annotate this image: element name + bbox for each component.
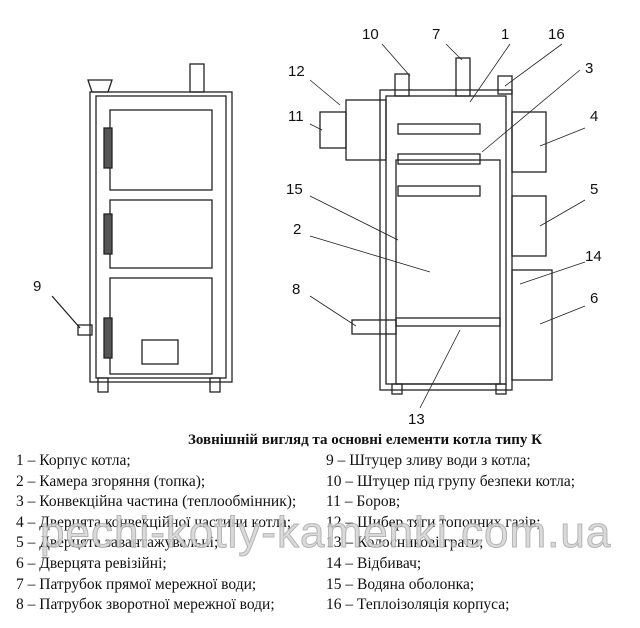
legend-item: 1 – Корпус котла; <box>16 452 131 469</box>
callout-6: 6 <box>590 290 598 307</box>
callout-1: 1 <box>501 26 509 43</box>
legend-item: 12 – Шибер тяги топочних газів; <box>326 513 541 531</box>
legend-item: 2 – Камера згоряння (топка); <box>16 472 206 490</box>
callout-13: 13 <box>408 411 425 428</box>
legend-item: 11 – Боров; <box>326 493 401 511</box>
callout-9: 9 <box>33 278 41 295</box>
callout-8: 8 <box>292 281 300 298</box>
front-view <box>51 63 233 393</box>
section-view <box>309 43 586 409</box>
legend-item: 6 – Дверцята ревізійні; <box>16 554 167 572</box>
callout-5: 5 <box>590 181 598 198</box>
legend-left: 1 – Корпус котла; 2 – Камера згоряння (т… <box>16 451 296 616</box>
callout-3: 3 <box>585 60 593 77</box>
diagram-caption: Зовнішній вигляд та основні елементи кот… <box>187 432 543 448</box>
callout-14: 14 <box>585 248 602 265</box>
callout-4: 4 <box>590 108 598 125</box>
callout-10: 10 <box>362 26 379 43</box>
legend-item: 5 – Дверцята завантажувальні; <box>16 534 219 552</box>
legend-item: 9 – Штуцер зливу води з котла; <box>326 452 531 469</box>
legend-right: 9 – Штуцер зливу води з котла; 10 – Штуц… <box>326 451 575 616</box>
watermark: pechi-kotly-kamenki.com.ua <box>39 508 612 558</box>
legend-item: 3 – Конвекційна частина (теплообмінник); <box>16 493 297 511</box>
boiler-drawing: 10 7 1 16 3 12 11 4 15 5 2 14 8 6 13 9 <box>33 26 602 428</box>
legend-item: 15 – Водяна оболонка; <box>326 575 475 593</box>
legend-item: 14 – Відбивач; <box>326 554 422 572</box>
legend-item: 10 – Штуцер під групу безпеки котла; <box>326 472 576 490</box>
callout-11: 11 <box>288 108 304 125</box>
callout-16: 16 <box>548 26 565 43</box>
callout-2: 2 <box>293 221 301 238</box>
legend-item: 13 – Колосникові грати; <box>326 534 484 552</box>
callout-7: 7 <box>432 26 440 43</box>
callout-12: 12 <box>288 63 305 80</box>
legend-item: 4 – Дверцята конвекційної частини котла; <box>16 513 292 531</box>
callout-15: 15 <box>286 181 303 198</box>
legend-item: 8 – Патрубок зворотної мережної води; <box>16 596 275 614</box>
legend-item: 7 – Патрубок прямої мережної води; <box>16 575 257 593</box>
legend-item: 16 – Теплоізоляція корпуса; <box>326 596 510 614</box>
